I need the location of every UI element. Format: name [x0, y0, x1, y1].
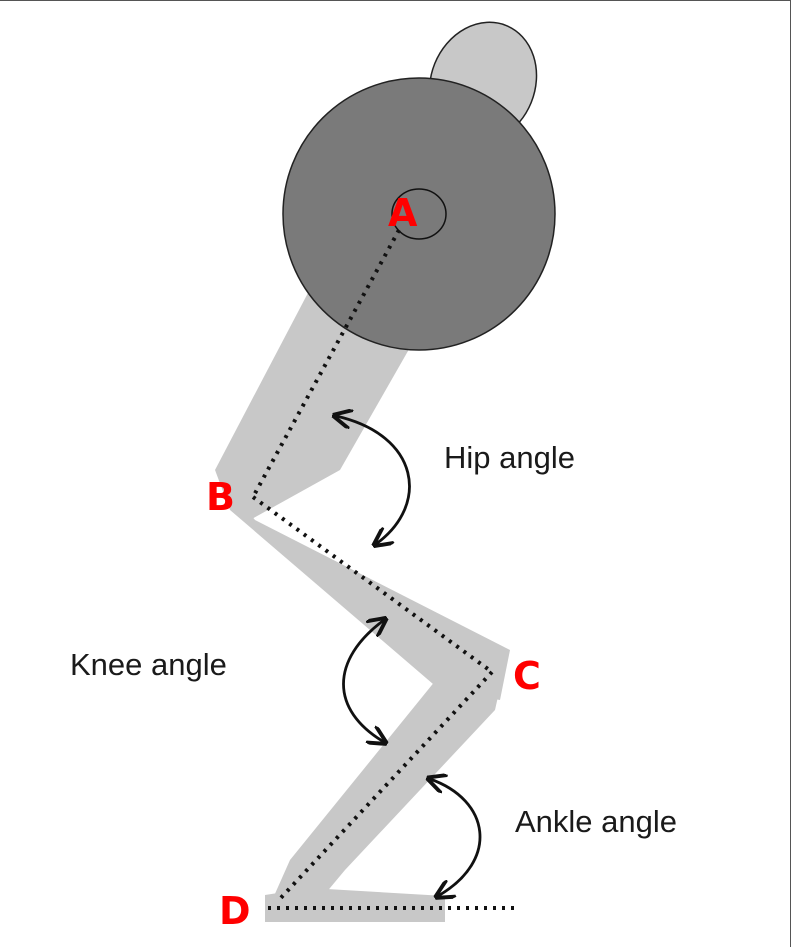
- point-d-label: D: [219, 889, 251, 933]
- shin-line: [275, 670, 494, 904]
- point-b-label: B: [206, 475, 235, 519]
- point-a-label: A: [388, 191, 418, 235]
- hip-angle-label: Hip angle: [444, 440, 575, 475]
- segment-lines: [251, 229, 518, 910]
- angle-arrows: [336, 416, 482, 896]
- point-c-label: C: [513, 654, 541, 698]
- knee-angle-label: Knee angle: [70, 647, 227, 682]
- hip-angle-arrow: [336, 416, 411, 544]
- barbell-hub: [391, 188, 447, 240]
- trunk-line: [251, 229, 401, 498]
- body-silhouette: [215, 270, 510, 922]
- ankle-angle-arrow: [430, 779, 482, 896]
- knee-angle-arrow: [342, 620, 385, 742]
- ankle-angle-label: Ankle angle: [515, 804, 677, 839]
